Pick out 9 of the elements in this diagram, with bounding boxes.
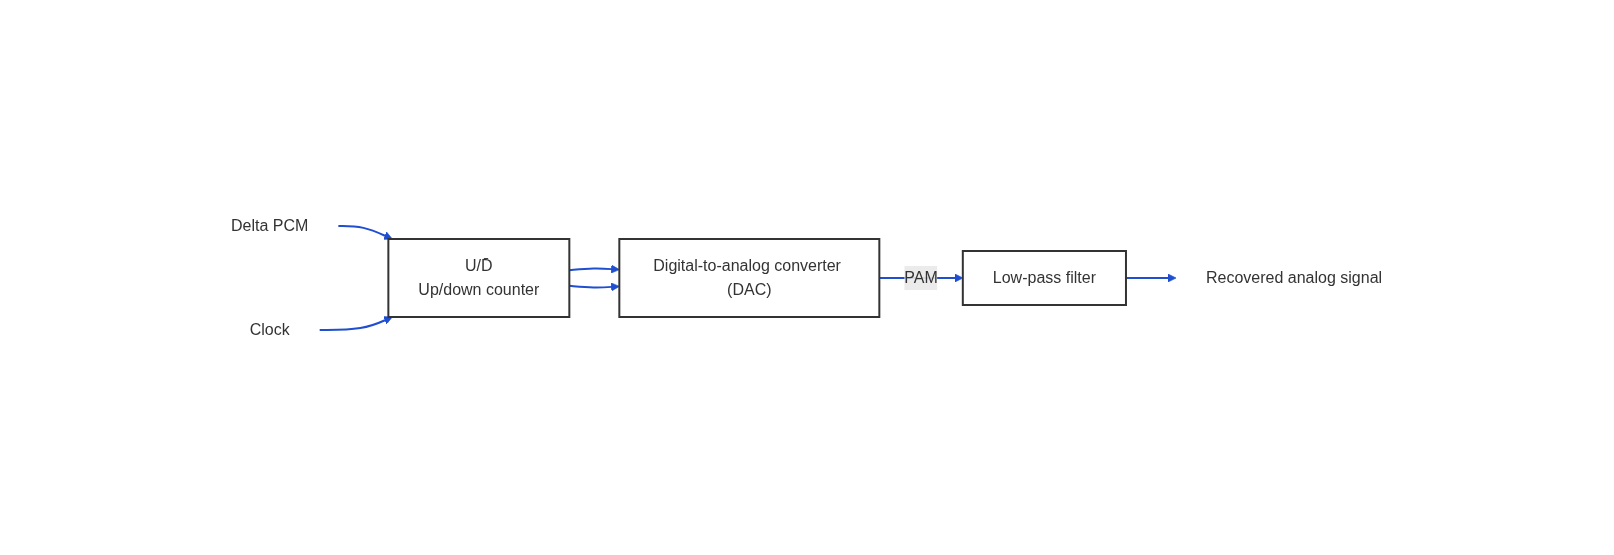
arrow: [319, 315, 394, 331]
node-box: U/D̄ Up/down counter: [387, 237, 571, 318]
node-text: Delta PCM: [231, 216, 309, 234]
arrow: [337, 224, 394, 240]
node-box: Digital-to-analog converter (DAC): [618, 237, 881, 318]
edge-label: PAM: [904, 268, 939, 286]
node-box: Low-pass filter: [962, 249, 1128, 306]
node-text: Clock: [250, 320, 291, 338]
node-text: Recovered analog signal: [1206, 268, 1383, 286]
